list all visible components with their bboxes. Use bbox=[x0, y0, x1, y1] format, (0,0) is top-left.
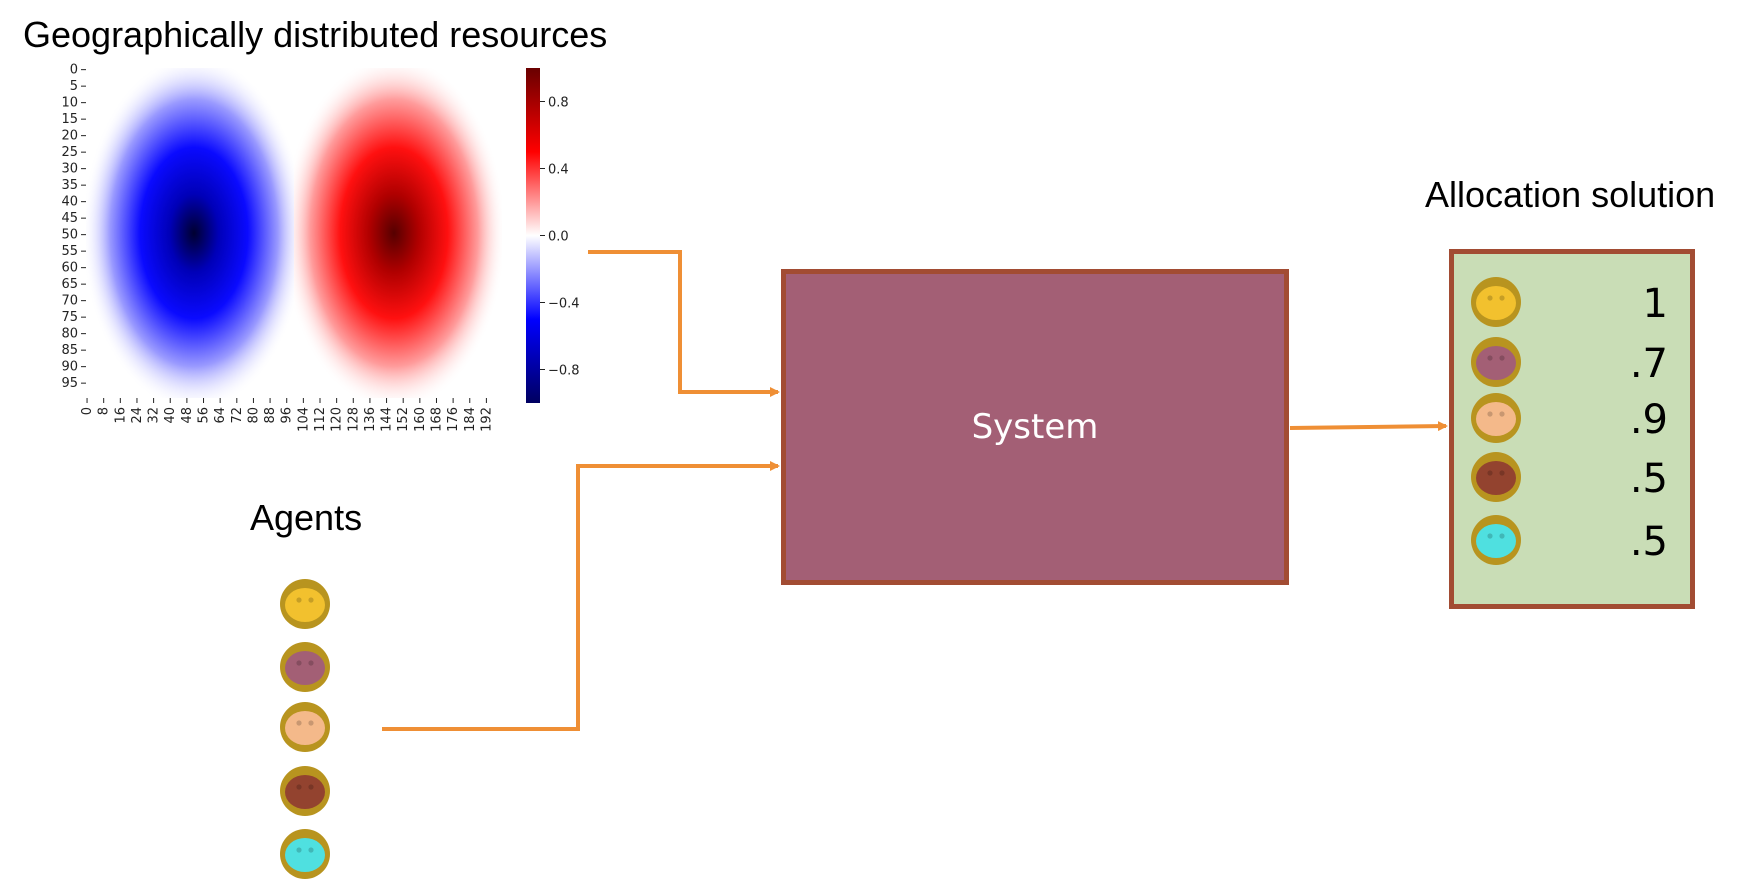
y-tick-label: 50 bbox=[61, 228, 78, 243]
system-label: System bbox=[971, 407, 1099, 447]
positive-resource-region bbox=[294, 68, 502, 398]
x-tick-label: 16 bbox=[113, 407, 128, 424]
allocation-row: .5 bbox=[1454, 513, 1690, 569]
allocation-row: .9 bbox=[1454, 391, 1690, 447]
resources-to-system-arrow bbox=[588, 250, 780, 397]
allocation-row: 1 bbox=[1454, 275, 1690, 331]
agent-mauve-icon bbox=[280, 642, 330, 692]
x-tick-label: 168 bbox=[429, 407, 444, 432]
y-tick-label: 25 bbox=[61, 145, 78, 160]
allocation-box: 1 .7 .9 .5 .5 bbox=[1449, 249, 1695, 609]
x-tick-label: 32 bbox=[147, 407, 162, 424]
x-tick-label: 176 bbox=[446, 407, 461, 432]
y-tick-label: 70 bbox=[61, 294, 78, 309]
agent-cyan-icon bbox=[280, 829, 330, 879]
y-tick-label: 15 bbox=[61, 112, 78, 127]
x-tick-label: 136 bbox=[363, 407, 378, 432]
y-tick-label: 80 bbox=[61, 327, 78, 342]
agent-peach-icon bbox=[280, 702, 330, 752]
colorbar-ticks: 0.8 0.4 0.0 −0.4 −0.8 bbox=[540, 96, 580, 379]
y-tick-label: 60 bbox=[61, 261, 78, 276]
x-tick-label: 184 bbox=[463, 407, 478, 432]
heatmap-title: Geographically distributed resources bbox=[23, 14, 608, 55]
x-tick-label: 80 bbox=[246, 407, 261, 424]
x-tick-label: 120 bbox=[330, 407, 345, 432]
x-tick-label: 24 bbox=[130, 407, 145, 424]
x-tick-label: 56 bbox=[197, 407, 212, 424]
allocation-agent-icon bbox=[1471, 393, 1521, 443]
y-tick-label: 45 bbox=[61, 211, 78, 226]
x-tick-label: 96 bbox=[280, 407, 295, 424]
system-box: System bbox=[781, 269, 1289, 585]
y-tick-label: 0 bbox=[70, 63, 78, 78]
y-tick-label: 5 bbox=[70, 79, 78, 94]
allocation-agent-icon bbox=[1471, 452, 1521, 502]
y-tick-label: 20 bbox=[61, 129, 78, 144]
colorbar-tick-label: −0.4 bbox=[548, 297, 580, 312]
y-tick-label: 75 bbox=[61, 310, 78, 325]
allocation-row: .5 bbox=[1454, 450, 1690, 506]
x-tick-label: 40 bbox=[163, 407, 178, 424]
allocation-value: .9 bbox=[1629, 397, 1668, 443]
allocation-value: .7 bbox=[1629, 341, 1668, 387]
x-tick-label: 8 bbox=[97, 407, 112, 415]
colorbar-tick-label: 0.4 bbox=[548, 163, 569, 178]
x-tick-label: 104 bbox=[296, 407, 311, 432]
system-to-allocation-arrow bbox=[1289, 421, 1448, 432]
x-tick-label: 48 bbox=[180, 407, 195, 424]
y-tick-label: 30 bbox=[61, 162, 78, 177]
agent-yellow-icon bbox=[280, 579, 330, 629]
allocation-agent-icon bbox=[1471, 277, 1521, 327]
agent-brown-icon bbox=[280, 766, 330, 816]
colorbar bbox=[526, 68, 540, 403]
allocation-agent-icon bbox=[1471, 515, 1521, 565]
allocation-title: Allocation solution bbox=[1425, 174, 1716, 215]
colorbar-tick-label: 0.0 bbox=[548, 230, 569, 245]
x-tick-label: 128 bbox=[346, 407, 361, 432]
x-tick-label: 64 bbox=[213, 407, 228, 424]
y-tick-label: 40 bbox=[61, 195, 78, 210]
y-tick-label: 90 bbox=[61, 360, 78, 375]
allocation-agent-icon bbox=[1471, 337, 1521, 387]
x-tick-label: 144 bbox=[380, 407, 395, 432]
colorbar-tick-label: −0.8 bbox=[548, 364, 580, 379]
x-tick-label: 112 bbox=[313, 407, 328, 432]
agents-to-system-arrow bbox=[382, 461, 780, 731]
allocation-value: .5 bbox=[1629, 456, 1668, 502]
x-tick-label: 160 bbox=[413, 407, 428, 432]
colorbar-tick-label: 0.8 bbox=[548, 96, 569, 111]
y-tick-label: 65 bbox=[61, 277, 78, 292]
y-tick-label: 55 bbox=[61, 244, 78, 259]
y-tick-label: 35 bbox=[61, 178, 78, 193]
y-tick-label: 85 bbox=[61, 343, 78, 358]
x-tick-label: 192 bbox=[479, 407, 494, 432]
agents-title: Agents bbox=[250, 497, 363, 538]
x-tick-label: 0 bbox=[80, 407, 95, 415]
allocation-value: .5 bbox=[1629, 519, 1668, 565]
allocation-row: .7 bbox=[1454, 335, 1690, 391]
x-tick-label: 152 bbox=[396, 407, 411, 432]
x-tick-label: 72 bbox=[230, 407, 245, 424]
negative-resource-region bbox=[86, 68, 294, 398]
y-tick-label: 95 bbox=[61, 376, 78, 391]
x-tick-label: 88 bbox=[263, 407, 278, 424]
heatmap-plot-area bbox=[86, 68, 502, 398]
y-tick-label: 10 bbox=[61, 96, 78, 111]
allocation-value: 1 bbox=[1642, 281, 1668, 327]
